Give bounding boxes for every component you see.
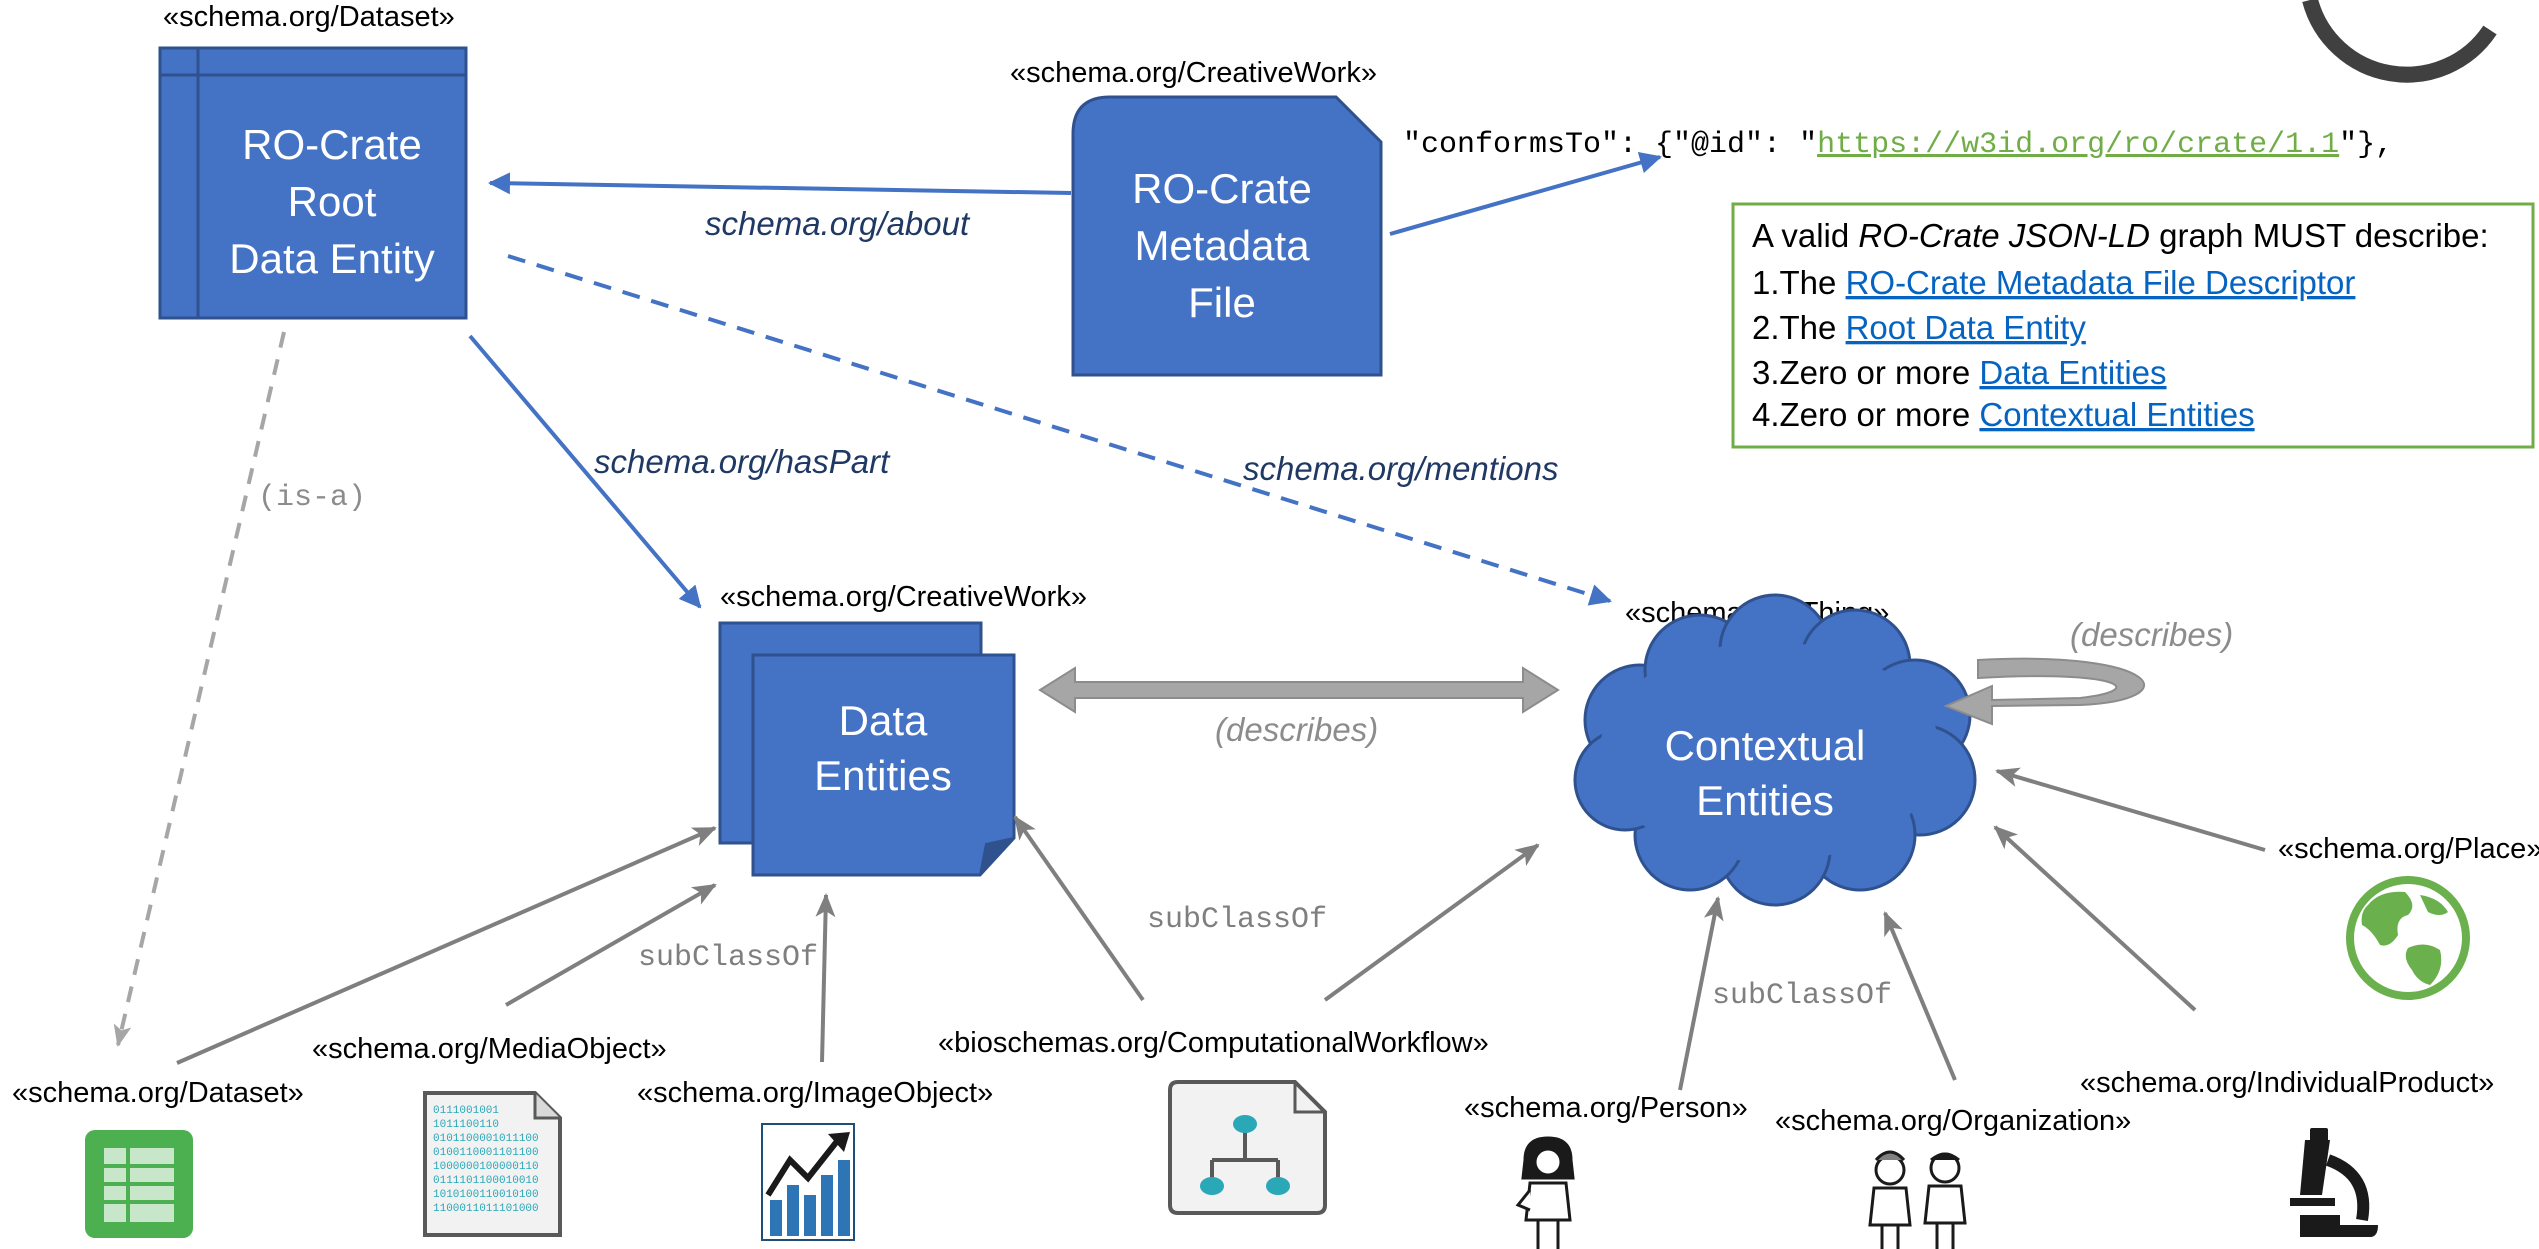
is-a-arrow [113,331,286,1047]
chart-image-icon [761,1123,855,1241]
conforms-to-code: "conformsTo": {"@id": "https://w3id.org/… [1403,128,2393,162]
workflow-to-data-arrow [1013,815,1145,1002]
self-describes-label: (describes) [2070,616,2233,653]
person-to-contextual-arrow [1678,896,1724,1091]
describes-double-arrow [1038,666,1560,714]
info-box-item-1: 1.The RO-Crate Metadata File Descriptor [1752,264,2355,301]
contextual-label-line1: Contextual [1665,722,1866,769]
info-box: A valid RO-Crate JSON-LD graph MUST desc… [1731,202,2535,449]
contextual-entities[interactable]: Contextual Entities [1573,593,1977,907]
root-label-line2: Root [288,178,377,225]
type-individual-product-label: «schema.org/IndividualProduct» [2080,1067,2494,1099]
metadata-label-line2: Metadata [1134,222,1310,269]
metadata-label-line3: File [1188,279,1256,326]
data-entities-label-line1: Data [839,697,928,744]
image-to-data-arrow [815,893,836,1063]
spreadsheet-icon [85,1130,193,1238]
subclass-label-contextual: subClassOf [1712,979,1892,1013]
data-entities-stereotype: «schema.org/CreativeWork» [720,581,1087,613]
is-a-label: (is-a) [258,481,366,515]
info-box-item-3: 3.Zero or more Data Entities [1752,354,2167,391]
organization-to-contextual-arrow [1883,911,1957,1081]
conforms-to-arrow [1389,151,1662,236]
has-part-label: schema.org/hasPart [594,443,891,480]
type-dataset-label: «schema.org/Dataset» [12,1077,304,1109]
person-icon [1515,1136,1575,1249]
metadata-file[interactable]: RO-Crate Metadata File [1071,95,1383,377]
binary-row-2: 1011100110 [433,1119,499,1131]
media-to-data-arrow [505,883,717,1007]
link-contextual-entities[interactable]: Contextual Entities [1979,396,2254,433]
describes-label: (describes) [1215,711,1378,748]
microscope-icon [2290,1128,2378,1237]
subclass-label-data: subClassOf [638,941,818,975]
root-label-line1: RO-Crate [242,121,422,168]
dataset-to-data-arrow [176,826,717,1065]
info-box-item-4: 4.Zero or more Contextual Entities [1752,396,2255,433]
logo-arc-icon [2302,0,2497,83]
mentions-label: schema.org/mentions [1243,450,1558,487]
data-entities-label-line2: Entities [814,752,952,799]
link-metadata-descriptor[interactable]: RO-Crate Metadata File Descriptor [1846,264,2356,301]
info-box-item-2: 2.The Root Data Entity [1752,309,2086,346]
binary-row-3: 0101100001011100 [433,1133,539,1145]
self-describes-arrow [1943,657,2145,726]
metadata-stereotype: «schema.org/CreativeWork» [1010,57,1377,89]
workflow-icon [1168,1080,1327,1215]
organization-icon [1868,1150,1967,1249]
binary-row-6: 0111101100010010 [433,1175,539,1187]
root-stereotype: «schema.org/Dataset» [163,1,455,33]
type-workflow-label: «bioschemas.org/ComputationalWorkflow» [938,1027,1489,1059]
contextual-label-line2: Entities [1696,777,1834,824]
conforms-to-url[interactable]: https://w3id.org/ro/crate/1.1 [1817,128,2339,162]
about-label: schema.org/about [705,205,971,242]
binary-row-5: 1000000100000110 [433,1161,539,1173]
workflow-to-contextual-arrow [1323,843,1540,1002]
metadata-label-line1: RO-Crate [1132,165,1312,212]
link-root-data-entity[interactable]: Root Data Entity [1846,309,2087,346]
mentions-arrow [507,254,1612,606]
type-media-object-label: «schema.org/MediaObject» [312,1033,667,1065]
link-data-entities[interactable]: Data Entities [1979,354,2166,391]
type-place-label: «schema.org/Place» [2278,833,2539,865]
binary-row-1: 0111001001 [433,1105,499,1117]
has-part-arrow [468,334,702,609]
globe-icon [2346,876,2470,1000]
binary-row-4: 0100110001101100 [433,1147,539,1159]
data-entities[interactable]: Data Entities [718,621,1016,877]
binary-row-7: 1010100110010100 [433,1189,539,1201]
root-label-line3: Data Entity [229,235,434,282]
type-person-label: «schema.org/Person» [1464,1092,1748,1124]
subclass-label-workflow: subClassOf [1147,903,1327,937]
place-to-contextual-arrow [1995,767,2266,852]
binary-row-8: 1100011011101000 [433,1203,539,1215]
binary-file-icon: 0111001001 1011100110 0101100001011100 0… [423,1091,562,1237]
info-box-heading: A valid RO-Crate JSON-LD graph MUST desc… [1752,217,2489,254]
product-to-contextual-arrow [1993,825,2197,1012]
type-organization-label: «schema.org/Organization» [1775,1105,2131,1137]
root-data-entity[interactable]: RO-Crate Root Data Entity [158,46,468,320]
type-image-object-label: «schema.org/ImageObject» [637,1077,993,1109]
about-arrow [488,172,1072,195]
